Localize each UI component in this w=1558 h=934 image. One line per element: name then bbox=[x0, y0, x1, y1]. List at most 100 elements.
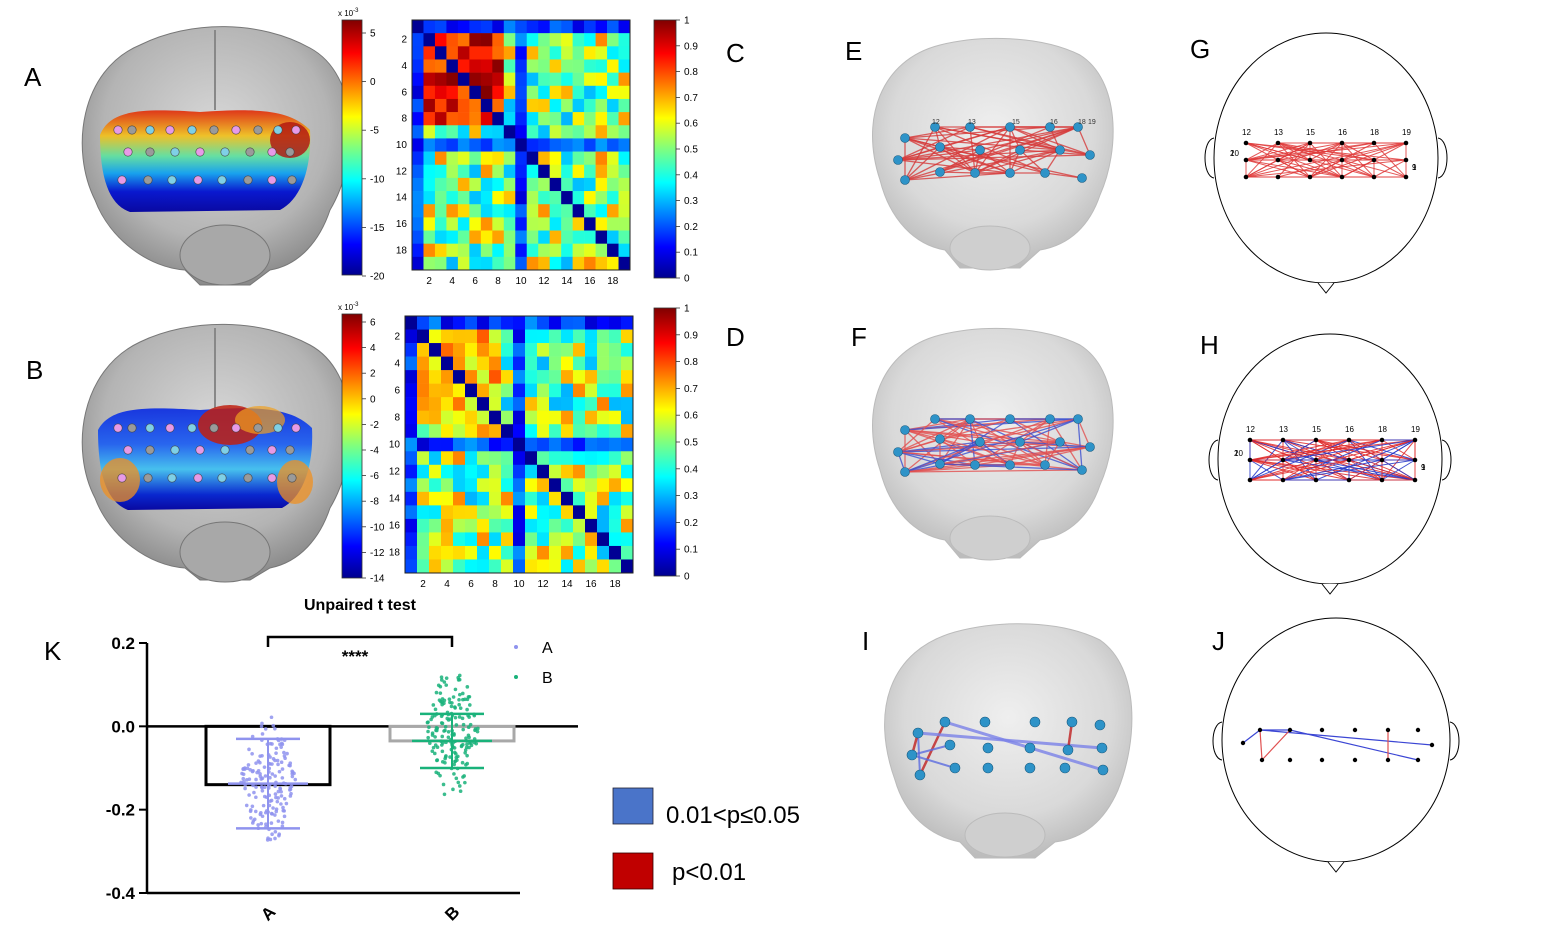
matrix-cell bbox=[477, 329, 490, 344]
matrix-cell bbox=[549, 151, 562, 166]
matrix-cell bbox=[480, 191, 493, 205]
matrix-cell bbox=[525, 356, 538, 371]
scatter-point bbox=[452, 762, 457, 767]
matrix-cell bbox=[477, 451, 490, 466]
scatter-point bbox=[443, 756, 447, 761]
colorbar-tick-label: -20 bbox=[370, 272, 385, 283]
matrix-cell bbox=[549, 397, 562, 411]
panel-letter-i: I bbox=[862, 626, 870, 656]
scatter-point bbox=[445, 716, 450, 721]
glass-brain-f bbox=[872, 327, 1114, 561]
matrix-cell bbox=[595, 59, 608, 73]
scatter-point bbox=[252, 790, 256, 795]
matrix-cell bbox=[453, 397, 466, 411]
matrix-cell bbox=[434, 230, 447, 244]
matrix-cell bbox=[549, 256, 562, 271]
network-edge bbox=[904, 418, 971, 473]
network-edge bbox=[897, 159, 1011, 174]
right-ear bbox=[1441, 439, 1452, 481]
brainstem bbox=[964, 812, 1046, 858]
scatter-point bbox=[254, 777, 258, 782]
matrix-cell bbox=[489, 451, 502, 466]
matrix-y-tick: 2 bbox=[394, 331, 400, 342]
matrix-cell bbox=[423, 204, 436, 218]
scatter-point bbox=[273, 813, 277, 817]
matrix-cell bbox=[584, 112, 596, 126]
network-node bbox=[1379, 437, 1385, 443]
matrix-cell bbox=[597, 559, 610, 574]
channel-label: 18 bbox=[1378, 425, 1387, 434]
scatter-point bbox=[263, 785, 267, 789]
network-edge bbox=[904, 146, 941, 181]
matrix-cell bbox=[549, 72, 562, 87]
matrix-cell bbox=[513, 559, 526, 574]
matrix-cell bbox=[469, 177, 482, 192]
network-node bbox=[1096, 742, 1108, 754]
matrix-cell bbox=[480, 20, 493, 34]
network-edge bbox=[939, 126, 1051, 173]
scatter-point bbox=[457, 784, 462, 788]
network-node bbox=[1287, 757, 1293, 763]
matrix-cell bbox=[441, 464, 454, 479]
matrix-cell bbox=[446, 164, 459, 179]
matrix-cell bbox=[549, 518, 562, 533]
matrix-cell bbox=[513, 451, 526, 466]
network-edge bbox=[939, 441, 1061, 465]
colorbar-tick-label: 0.5 bbox=[684, 145, 698, 156]
panel-letter-d: D bbox=[726, 322, 745, 352]
matrix-cell bbox=[561, 532, 574, 547]
matrix-cell bbox=[549, 85, 562, 100]
legend-swatch-blue bbox=[612, 787, 654, 825]
matrix-cell bbox=[538, 177, 550, 192]
matrix-cell bbox=[561, 125, 573, 139]
colorbar-tick-label: 0 bbox=[370, 394, 376, 405]
matrix-cell bbox=[609, 343, 622, 357]
colorbar-tick-label: 0.8 bbox=[684, 67, 698, 78]
scatter-point bbox=[462, 774, 466, 778]
colorbar-gradient bbox=[341, 313, 363, 579]
matrix-cell bbox=[573, 397, 586, 411]
matrix-cell bbox=[489, 397, 502, 411]
scatter-point bbox=[442, 729, 446, 733]
network-node bbox=[1029, 716, 1041, 728]
colorbar-gradient bbox=[341, 19, 363, 276]
scatter-point bbox=[463, 748, 468, 752]
matrix-x-tick: 12 bbox=[538, 276, 550, 287]
matrix-cell bbox=[609, 464, 622, 479]
matrix-cell bbox=[457, 164, 470, 179]
network-edge bbox=[1259, 729, 1433, 746]
network-node bbox=[1403, 140, 1409, 146]
matrix-cell bbox=[607, 204, 619, 218]
matrix-y-tick: 8 bbox=[401, 114, 407, 125]
matrix-x-tick: 6 bbox=[472, 276, 478, 287]
matrix-cell bbox=[423, 138, 436, 152]
matrix-cell bbox=[585, 437, 598, 452]
colorbar-tick-label: 4 bbox=[370, 343, 376, 354]
scatter-point bbox=[439, 714, 444, 719]
matrix-cell bbox=[585, 518, 598, 533]
matrix-cell bbox=[525, 559, 538, 574]
matrix-cell bbox=[573, 437, 586, 452]
optode-marker bbox=[231, 423, 241, 433]
matrix-cell bbox=[595, 164, 608, 179]
matrix-cell bbox=[538, 72, 550, 87]
matrix-cell bbox=[453, 316, 466, 330]
right-ear bbox=[1449, 721, 1460, 761]
network-node bbox=[1346, 437, 1352, 443]
matrix-cell bbox=[526, 112, 539, 126]
matrix-cell bbox=[434, 112, 447, 126]
matrix-cell bbox=[405, 424, 418, 439]
matrix-cell bbox=[480, 125, 493, 139]
scatter-point bbox=[440, 700, 444, 705]
matrix-cell bbox=[585, 464, 598, 479]
scatter-point bbox=[246, 763, 251, 767]
scatter-point bbox=[247, 793, 251, 797]
matrix-cell bbox=[538, 112, 550, 126]
matrix-cell bbox=[417, 451, 430, 466]
matrix-cell bbox=[480, 256, 493, 271]
matrix-cell bbox=[538, 59, 550, 73]
optode-marker bbox=[245, 147, 255, 157]
colorbar-tick-label: 0.9 bbox=[684, 330, 698, 341]
matrix-cell bbox=[441, 316, 454, 330]
